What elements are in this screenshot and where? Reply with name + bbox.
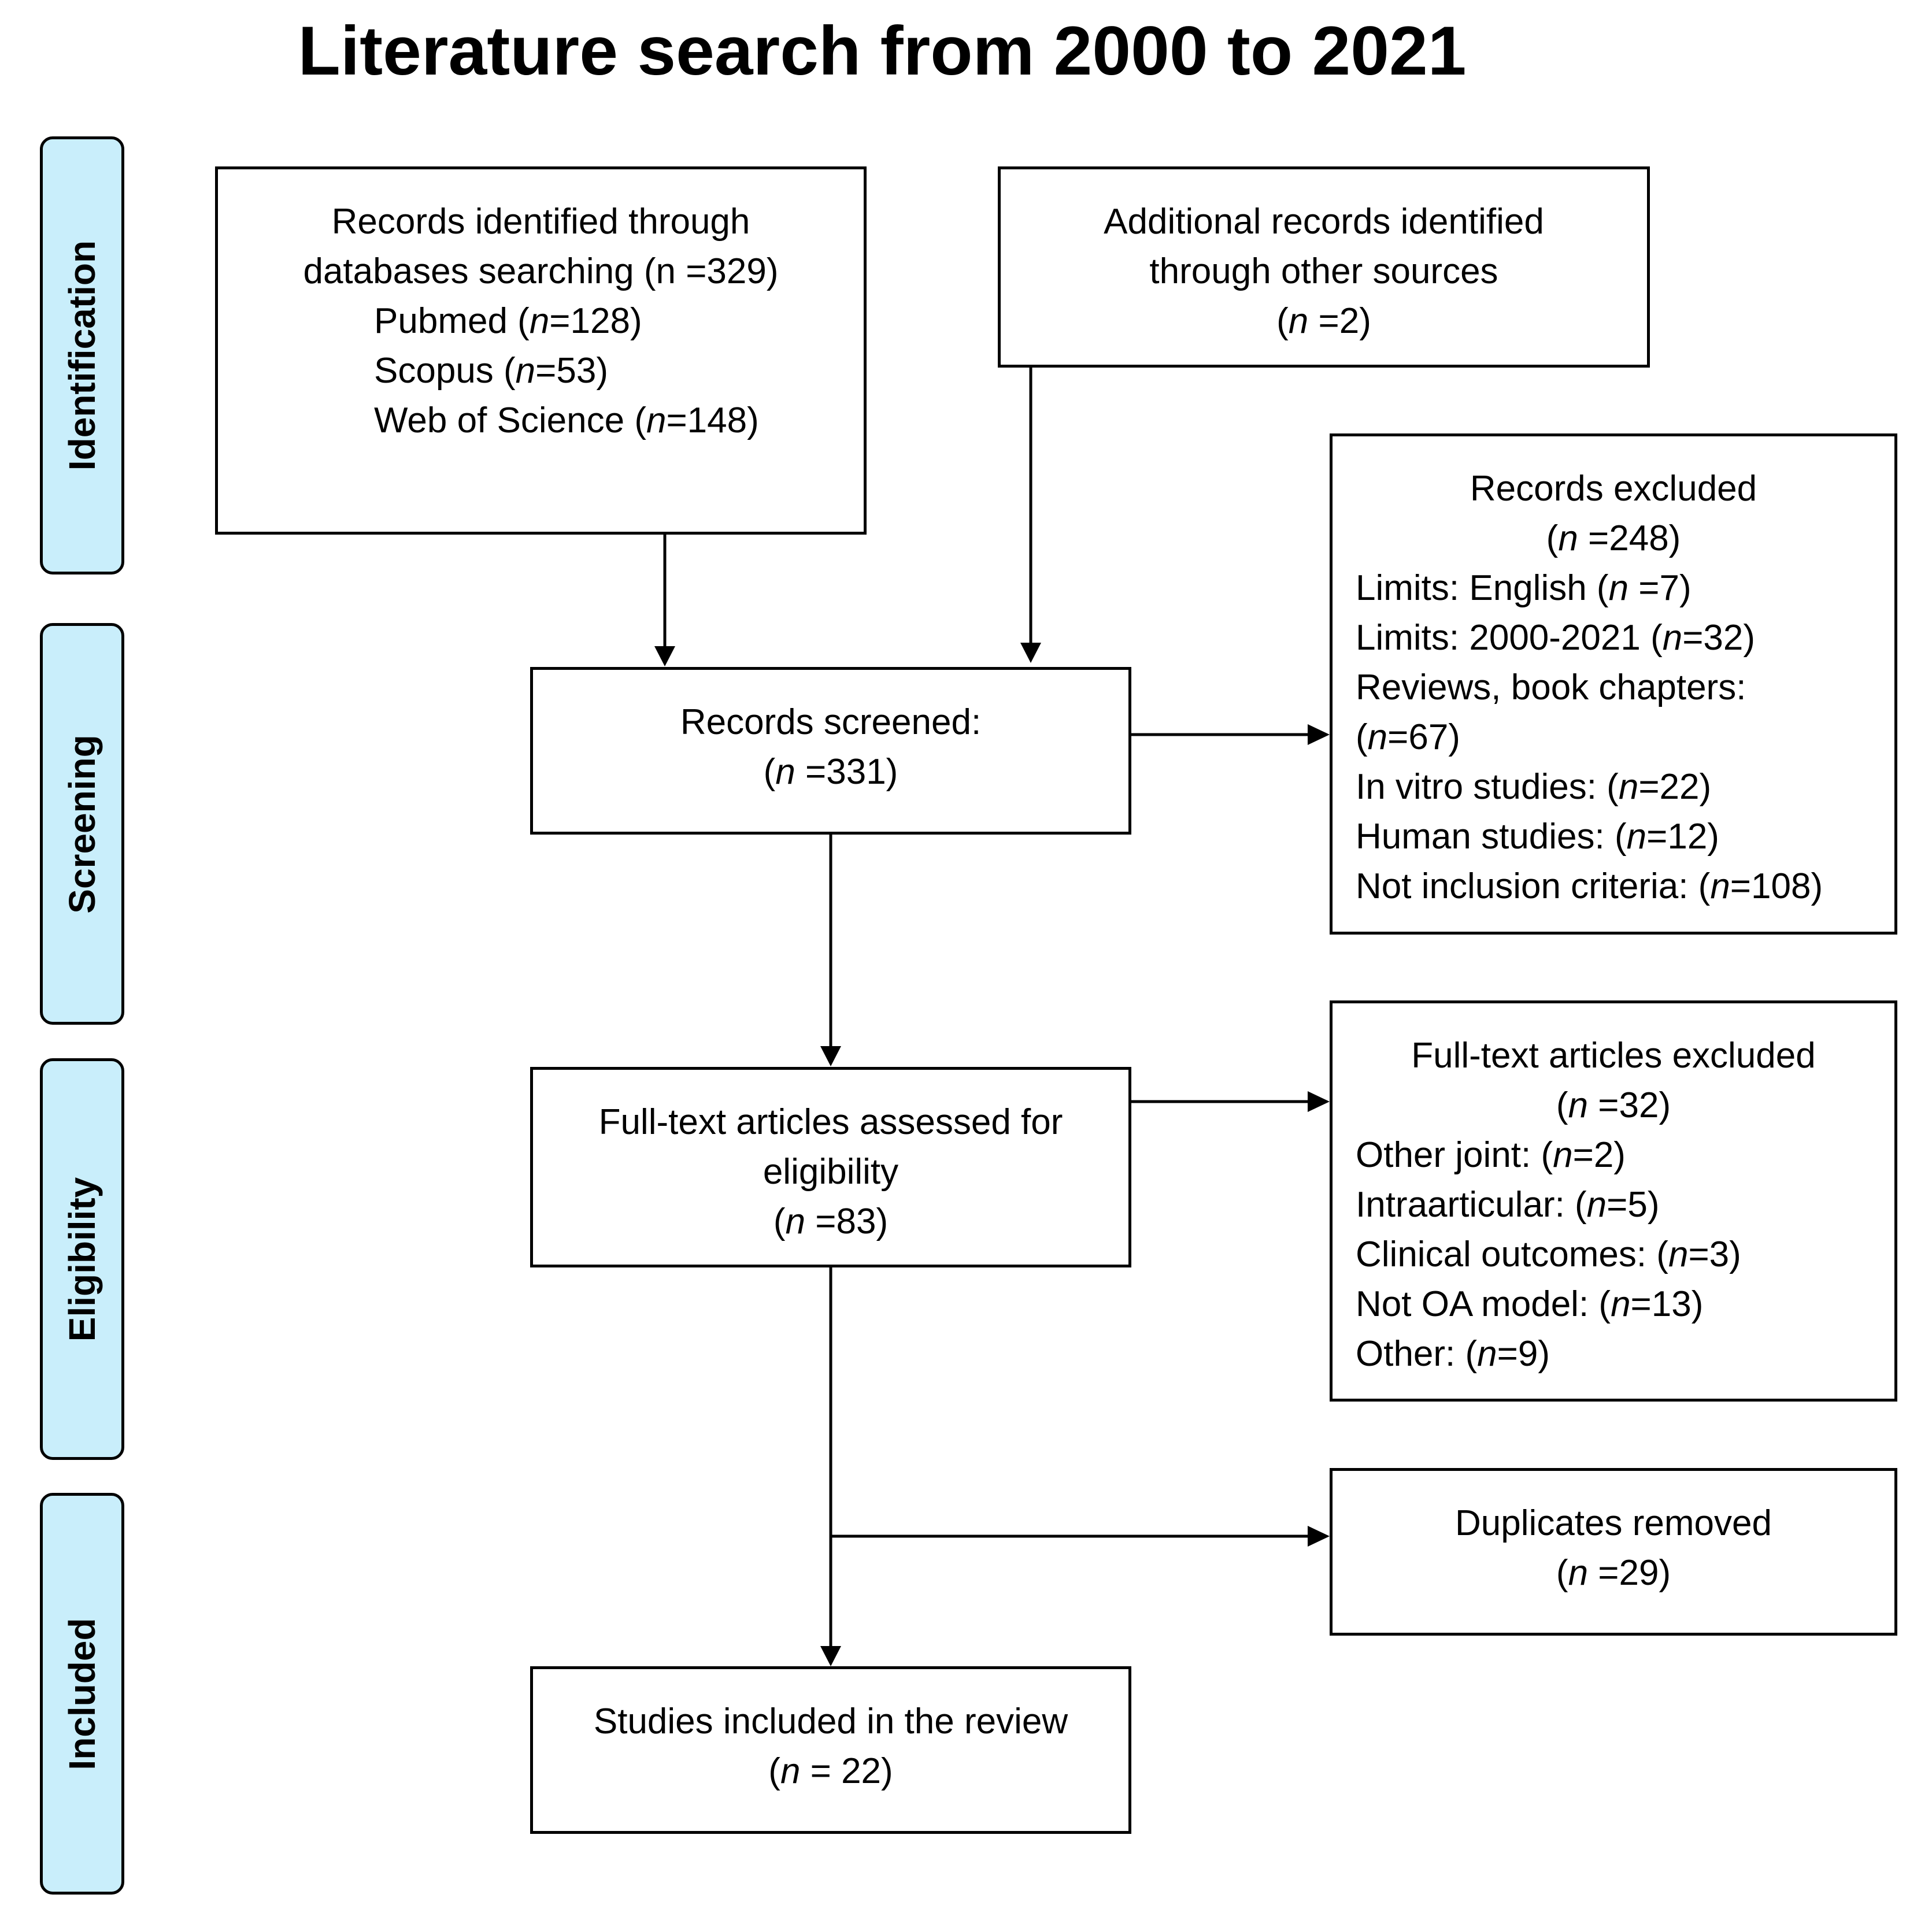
fulltext-count: (n =83) <box>773 1202 889 1241</box>
fulltext-excluded-count: (n =32) <box>1556 1085 1671 1125</box>
databases-line-1: Records identified through <box>331 202 750 242</box>
arrowhead-databases <box>654 646 675 666</box>
duplicates-title: Duplicates removed <box>1455 1503 1772 1543</box>
additional-line-2: through other sources <box>1149 251 1498 291</box>
phase-eligibility: Eligibility <box>40 1058 124 1460</box>
box-records-screened: Records screened: (n =331) <box>530 667 1131 835</box>
excluded-item: (n=67) <box>1356 717 1460 757</box>
fulltext-excluded-item: Not OA model: (n=13) <box>1356 1284 1704 1324</box>
excluded-item: Limits: English (n =7) <box>1356 568 1692 608</box>
additional-line-1: Additional records identified <box>1104 202 1544 242</box>
box-databases: Records identified through databases sea… <box>215 166 867 535</box>
excluded-item: Reviews, book chapters: <box>1356 668 1746 707</box>
arrowhead-screened-excluded <box>1308 724 1330 745</box>
records-excluded-title: Records excluded <box>1470 469 1757 509</box>
box-fulltext-excluded: Full-text articles excluded (n =32) Othe… <box>1330 1000 1897 1402</box>
box-records-excluded: Records excluded (n =248) Limits: Englis… <box>1330 433 1897 935</box>
source-web-of-science: Web of Science (n=148) <box>374 401 759 440</box>
box-studies-included: Studies included in the review (n = 22) <box>530 1666 1131 1834</box>
box-fulltext-assessed: Full-text articles assessed for eligibil… <box>530 1067 1131 1267</box>
excluded-item: Human studies: (n=12) <box>1356 817 1719 857</box>
arrowhead-included <box>820 1646 841 1666</box>
fulltext-excluded-item: Clinical outcomes: (n=3) <box>1356 1235 1741 1274</box>
fulltext-excluded-item: Intraarticular: (n=5) <box>1356 1185 1660 1225</box>
included-count: (n = 22) <box>768 1751 893 1791</box>
phase-identification: Identification <box>40 136 124 574</box>
source-pubmed: Pubmed (n=128) <box>374 301 642 341</box>
records-excluded-count: (n =248) <box>1546 518 1681 558</box>
box-additional-records: Additional records identified through ot… <box>998 166 1650 368</box>
included-line: Studies included in the review <box>593 1702 1068 1741</box>
excluded-item: Limits: 2000-2021 (n=32) <box>1356 618 1756 658</box>
source-scopus: Scopus (n=53) <box>374 351 608 391</box>
fulltext-line-2: eligibility <box>763 1152 899 1192</box>
diagram-title: Literature search from 2000 to 2021 <box>298 12 1467 90</box>
arrowhead-additional <box>1020 643 1041 663</box>
fulltext-excluded-item: Other joint: (n=2) <box>1356 1135 1626 1175</box>
fulltext-line-1: Full-text articles assessed for <box>598 1102 1063 1142</box>
phase-screening: Screening <box>40 623 124 1025</box>
fulltext-excluded-item: Other: (n=9) <box>1356 1334 1550 1374</box>
screened-count: (n =331) <box>763 752 898 792</box>
databases-line-2: databases searching (n =329) <box>303 251 779 291</box>
excluded-item: Not inclusion criteria: (n=108) <box>1356 866 1823 906</box>
phase-included: Included <box>40 1493 124 1895</box>
arrowhead-screened-fulltext <box>820 1046 841 1066</box>
excluded-item: In vitro studies: (n=22) <box>1356 767 1712 807</box>
arrowhead-fulltext-excluded <box>1308 1091 1330 1112</box>
duplicates-count: (n =29) <box>1556 1553 1671 1593</box>
screened-line: Records screened: <box>680 702 982 742</box>
fulltext-excluded-title: Full-text articles excluded <box>1411 1036 1816 1076</box>
additional-count: (n =2) <box>1276 301 1371 341</box>
box-duplicates-removed: Duplicates removed (n =29) <box>1330 1468 1897 1636</box>
arrowhead-duplicates <box>1308 1526 1330 1547</box>
